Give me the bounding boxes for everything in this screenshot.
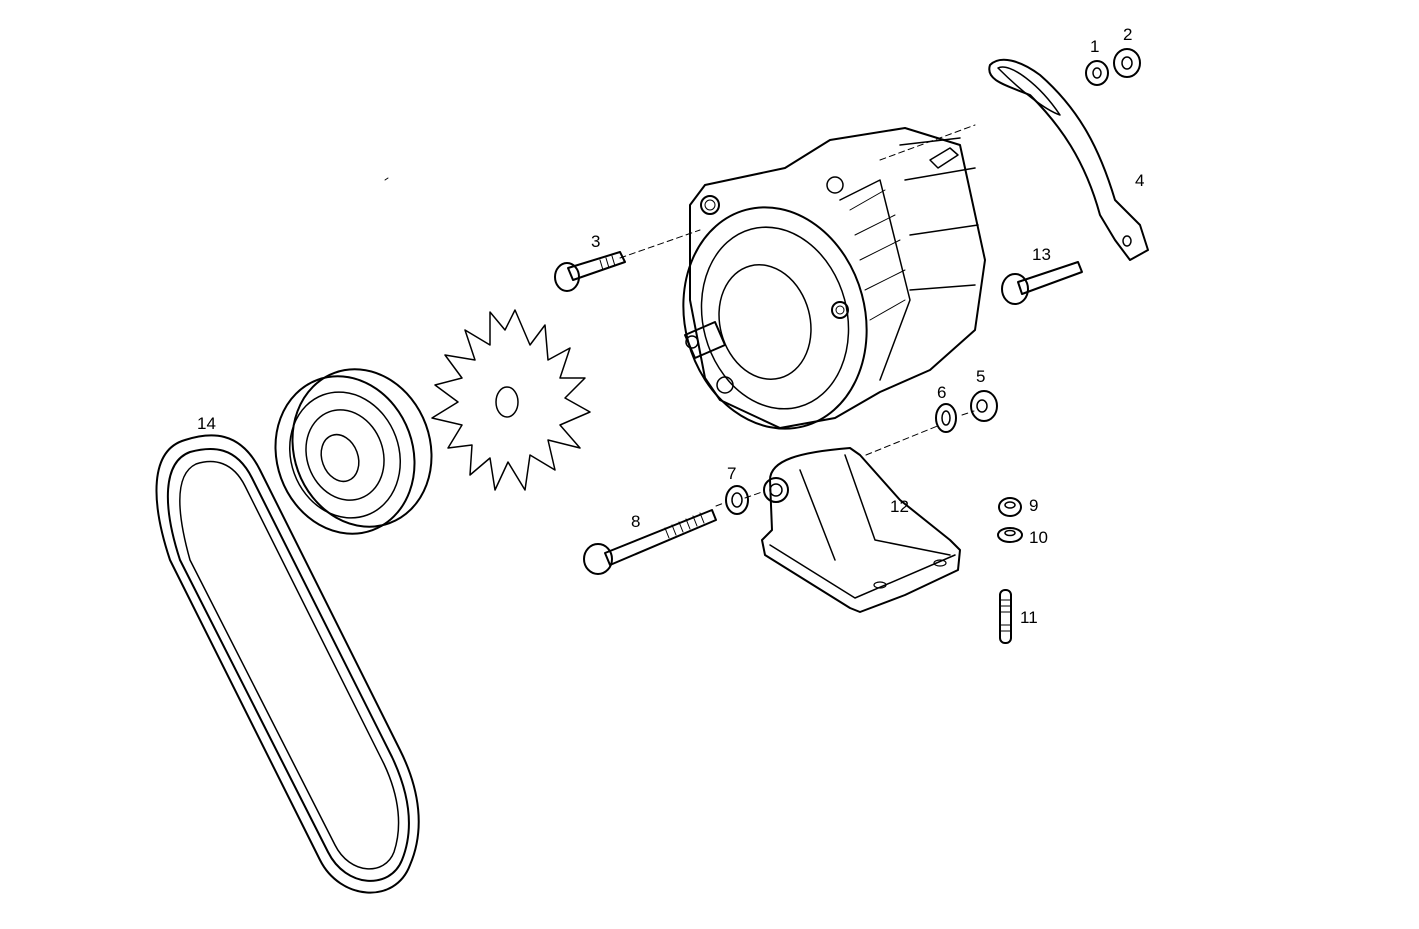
fan (432, 310, 590, 490)
alternator (659, 128, 985, 449)
bolt-13 (1002, 262, 1082, 304)
bolt-3 (555, 252, 625, 291)
washer-10 (998, 528, 1022, 542)
leader-lines (385, 125, 975, 506)
nut-2 (1114, 49, 1140, 77)
callout-12: 12 (890, 497, 909, 516)
stud-11 (1000, 590, 1011, 643)
callout-7: 7 (727, 464, 737, 483)
callout-5: 5 (976, 367, 986, 386)
callout-4: 4 (1135, 171, 1145, 190)
callout-8: 8 (631, 512, 641, 531)
callout-3: 3 (591, 232, 601, 251)
nut-5 (971, 391, 997, 421)
callout-2: 2 (1123, 25, 1133, 44)
adjusting-strap (989, 60, 1148, 260)
callout-10: 10 (1029, 528, 1048, 547)
mounting-bracket (762, 448, 960, 612)
washer-6 (936, 404, 956, 432)
washer-1 (1086, 61, 1108, 85)
callout-1: 1 (1090, 37, 1100, 56)
pulley (254, 350, 454, 554)
nut-9 (999, 498, 1021, 516)
callout-13: 13 (1032, 245, 1051, 264)
washer-7 (726, 486, 748, 514)
callout-11: 11 (1020, 608, 1038, 627)
callout-6: 6 (937, 383, 947, 402)
callout-9: 9 (1029, 496, 1039, 515)
v-belt (156, 435, 418, 892)
callout-14: 14 (197, 414, 216, 433)
bolt-8 (584, 510, 716, 574)
